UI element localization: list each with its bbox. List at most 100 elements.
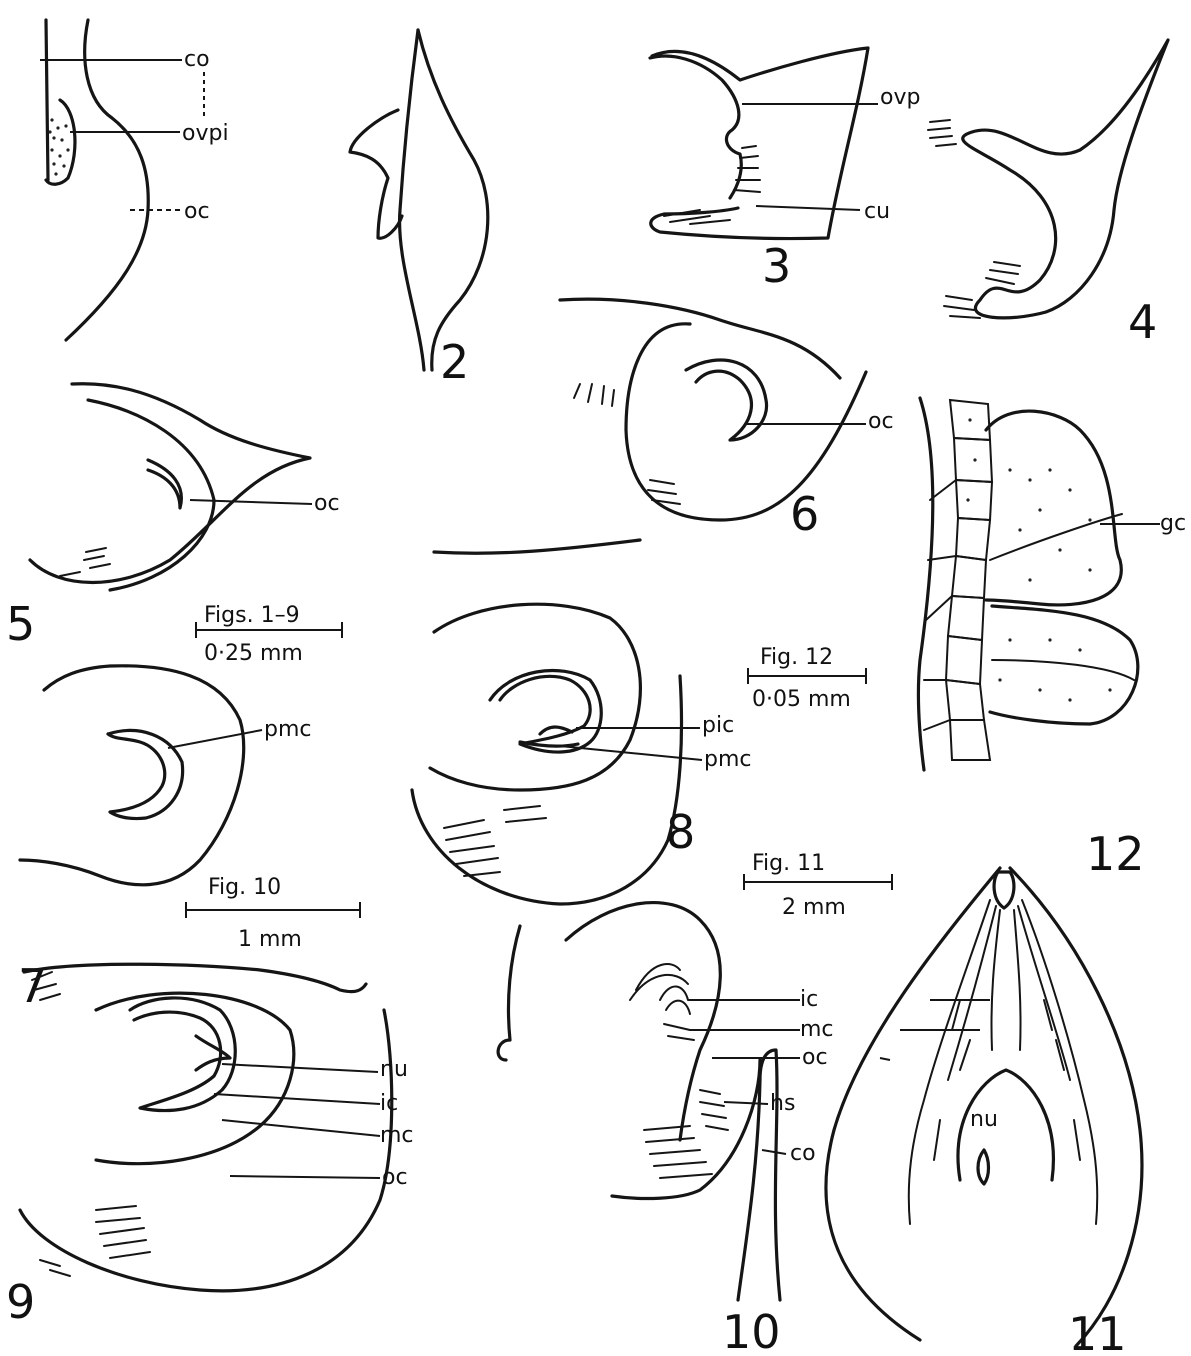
scale-bar-fig-10: Fig. 10 1 mm bbox=[186, 875, 360, 952]
fig3-leader-cu bbox=[756, 206, 860, 210]
scale-bar-fig-12-title: Fig. 12 bbox=[760, 645, 833, 670]
fig10-number: 10 bbox=[722, 1305, 781, 1356]
scale-bar-fig-12-line bbox=[748, 668, 866, 684]
scale-bar-fig-10-value: 1 mm bbox=[238, 927, 302, 952]
fig4-scale-outline bbox=[963, 40, 1168, 318]
fig7-ovule-crescent bbox=[108, 730, 183, 818]
fig10-scale-outline bbox=[566, 903, 720, 1140]
fig1-label-co: co bbox=[184, 47, 210, 72]
fig12-cell-column bbox=[924, 400, 992, 760]
scale-bar-fig-11-value: 2 mm bbox=[782, 895, 846, 920]
fig2-number: 2 bbox=[440, 335, 469, 389]
figure-1: co ovpi oc bbox=[40, 20, 229, 340]
fig12-gland-cell-upper bbox=[986, 411, 1121, 605]
fig7-leader-pmc bbox=[168, 730, 262, 748]
fig5-ovule-crescent bbox=[148, 460, 181, 508]
fig7-number: 7 bbox=[18, 959, 47, 1013]
fig1-label-oc: oc bbox=[184, 199, 210, 224]
fig9-inner-outline bbox=[96, 993, 294, 1164]
fig10-leader-hs bbox=[724, 1102, 768, 1104]
fig10-label-co: co bbox=[790, 1141, 816, 1166]
fig9-number: 9 bbox=[6, 1275, 35, 1329]
fig10-axis bbox=[738, 1050, 780, 1300]
fig8-inner-outline bbox=[430, 604, 640, 790]
scale-bar-figs-1-9-value: 0·25 mm bbox=[204, 641, 303, 666]
fig2-axis-line bbox=[400, 30, 424, 370]
scale-bar-fig-11-line bbox=[744, 874, 892, 890]
fig6-lower-curve bbox=[434, 540, 640, 553]
scale-bar-fig-11-title: Fig. 11 bbox=[752, 851, 825, 876]
figure-6: oc 6 bbox=[434, 299, 894, 553]
fig11-leader-oc bbox=[880, 1058, 890, 1060]
fig4-number: 4 bbox=[1128, 295, 1157, 349]
fig5-hatching bbox=[60, 548, 110, 576]
figure-8: pic pmc 8 bbox=[412, 604, 752, 904]
figure-3: ovp cu 3 bbox=[650, 48, 920, 293]
fig8-hatching bbox=[444, 806, 546, 876]
scale-bar-fig-10-line bbox=[186, 902, 360, 918]
fig10-lower-outline bbox=[612, 1060, 760, 1198]
fig7-scale-outline bbox=[20, 666, 244, 885]
fig9-leader-nu bbox=[222, 1064, 378, 1072]
fig12-cell-division-2 bbox=[992, 660, 1134, 680]
scale-bar-fig-12: Fig. 12 0·05 mm bbox=[748, 645, 866, 712]
fig9-hatching bbox=[32, 972, 150, 1276]
fig6-ovule-crescent bbox=[686, 360, 767, 440]
fig2-cone-outline bbox=[418, 30, 488, 370]
fig10-label-mc: mc bbox=[800, 1017, 834, 1042]
figure-9: nu ic mc oc 9 bbox=[6, 964, 414, 1329]
scale-bar-fig-11: Fig. 11 2 mm bbox=[744, 851, 892, 920]
fig5-number: 5 bbox=[6, 597, 35, 651]
fig3-inner-outline bbox=[650, 56, 741, 198]
fig11-embryo-sac bbox=[978, 1150, 989, 1184]
fig12-stippling bbox=[966, 418, 1111, 701]
scale-bar-fig-12-value: 0·05 mm bbox=[752, 687, 851, 712]
fig1-ovuliferous-primordium bbox=[46, 100, 75, 184]
fig9-leader-mc bbox=[222, 1120, 380, 1136]
figure-7: pmc 7 bbox=[18, 666, 312, 1013]
fig5-inner-outline bbox=[88, 400, 214, 590]
fig8-number: 8 bbox=[666, 805, 695, 859]
fig9-scale-outline bbox=[20, 1010, 392, 1291]
scale-bar-figs-1-9-title: Figs. 1–9 bbox=[204, 603, 300, 628]
fig1-label-ovpi: ovpi bbox=[182, 121, 229, 146]
fig8-ovule-crescent bbox=[490, 670, 601, 752]
fig12-axis-edge bbox=[918, 398, 933, 770]
fig5-leader-oc bbox=[190, 500, 312, 504]
fig10-bract-tip bbox=[498, 926, 520, 1060]
fig9-leader-oc bbox=[230, 1176, 380, 1178]
fig10-leader-co bbox=[762, 1150, 786, 1154]
figure-2: 2 bbox=[350, 30, 488, 389]
fig9-label-ic: ic bbox=[380, 1091, 398, 1116]
fig9-leader-ic bbox=[214, 1094, 380, 1104]
fig6-label-oc: oc bbox=[868, 409, 894, 434]
fig3-label-ovp: ovp bbox=[880, 85, 920, 110]
fig11-micropyle bbox=[994, 872, 1014, 908]
fig11-label-nu: nu bbox=[970, 1107, 998, 1132]
figure-10: ic mc oc hs co 10 bbox=[498, 903, 833, 1356]
fig12-label-gc: gc bbox=[1160, 511, 1186, 536]
fig6-upper-curve bbox=[560, 299, 840, 378]
fig12-number: 12 bbox=[1086, 827, 1145, 881]
fig8-label-pmc: pmc bbox=[704, 747, 752, 772]
fig12-cell-division bbox=[990, 514, 1122, 560]
fig1-axis-outline bbox=[46, 20, 48, 180]
fig8-label-pic: pic bbox=[702, 713, 734, 738]
fig3-label-cu: cu bbox=[864, 199, 890, 224]
fig11-number: 11 bbox=[1068, 1307, 1127, 1356]
fig10-label-ic: ic bbox=[800, 987, 818, 1012]
scale-bar-fig-10-title: Fig. 10 bbox=[208, 875, 281, 900]
fig1-cone-outline bbox=[66, 20, 148, 340]
fig11-left-outline bbox=[826, 868, 1000, 1340]
fig10-label-hs: hs bbox=[770, 1091, 795, 1116]
fig10-ovule-strokes bbox=[630, 964, 728, 1178]
fig9-label-oc: oc bbox=[382, 1165, 408, 1190]
figure-12: gc 12 bbox=[918, 398, 1186, 881]
fig9-label-mc: mc bbox=[380, 1123, 414, 1148]
fig1-stippling bbox=[48, 118, 69, 175]
fig10-label-oc: oc bbox=[802, 1045, 828, 1070]
fig11-right-outline bbox=[1010, 868, 1142, 1346]
figure-11: nu 11 bbox=[826, 868, 1142, 1356]
fig6-number: 6 bbox=[790, 487, 819, 541]
